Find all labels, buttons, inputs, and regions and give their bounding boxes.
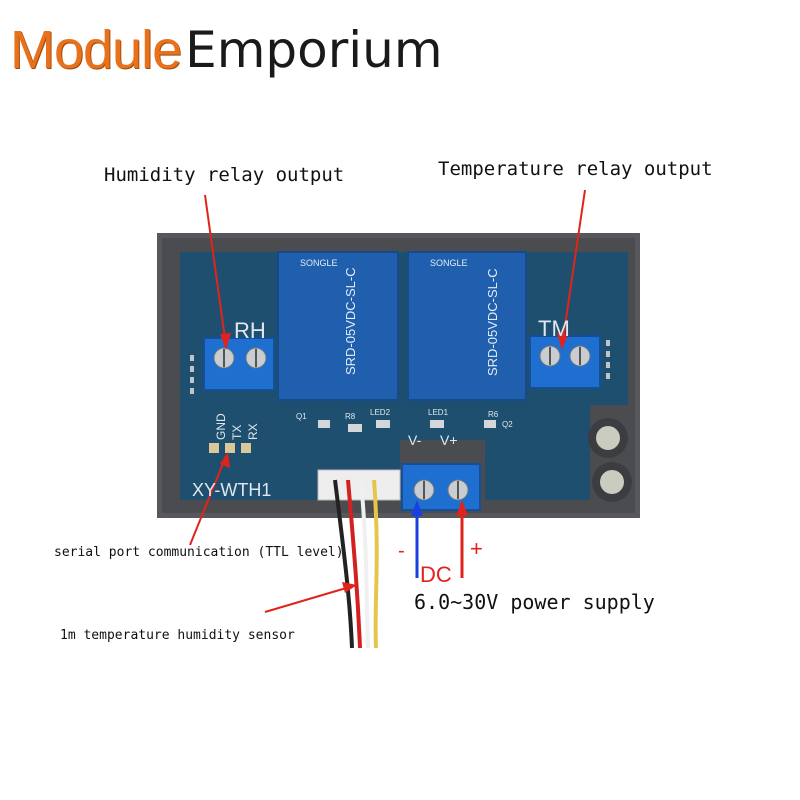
v-plus-label: V+ [440,432,458,448]
terminal-temperature [529,335,601,389]
humidity-relay-label: Humidity relay output [104,164,345,186]
relay-model-text: SRD-05VDC-SL-C [343,267,358,375]
relay-model-text: SRD-05VDC-SL-C [485,268,500,376]
header-pins [190,340,610,394]
terminal-power [401,463,481,511]
brand-logo: Module Emporium [10,18,443,78]
rh-label: RH [234,318,266,343]
sensor-label: 1m temperature humidity sensor [60,628,295,643]
rx-label: RX [246,423,260,440]
logo-emporium: Emporium [185,21,443,79]
q1-label: Q1 [296,412,307,421]
relay-brand-1: SONGLE [300,258,338,268]
sensor-wires [333,479,379,649]
serial-port-label: serial port communication (TTL level) [54,545,344,560]
smd-components [318,420,496,432]
dc-label: DC [420,562,452,587]
relay-temperature: SRD-05VDC-SL-C [407,251,527,401]
tx-label: TX [230,424,244,440]
model-label: XY-WTH1 [192,480,272,500]
terminal-humidity [203,337,275,391]
minus-label: - [398,540,405,562]
q2-label: Q2 [502,420,513,429]
led2-label: LED2 [370,408,391,417]
power-supply-label: 6.0~30V power supply [414,590,655,614]
led1-label: LED1 [428,408,449,417]
temperature-relay-label: Temperature relay output [438,158,713,180]
r6-label: R6 [488,410,499,419]
sensor-connector [317,469,401,501]
capacitors [588,418,632,502]
relay-humidity: SRD-05VDC-SL-C [277,251,399,401]
r8-label: R8 [345,412,356,421]
logo-module: Module [10,20,182,80]
v-minus-label: V- [408,432,422,448]
plus-label: + [470,536,483,561]
pointer-arrows [189,189,586,613]
relay-brand-2: SONGLE [430,258,468,268]
gnd-label: GND [214,413,228,440]
tm-label: TM [538,316,570,341]
serial-pads [209,443,251,453]
